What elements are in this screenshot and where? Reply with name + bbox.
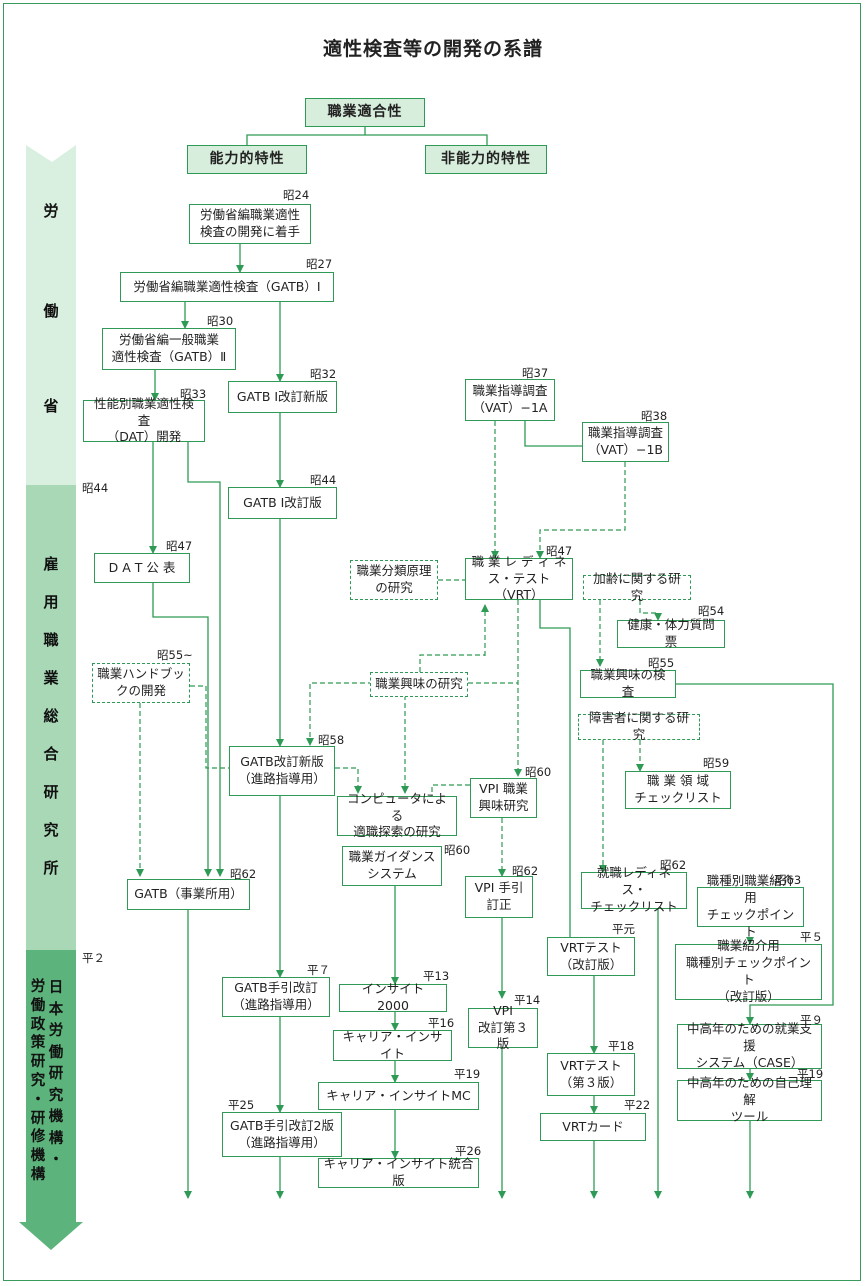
node-hinouryokuteki: 非能力的特性 [425, 145, 547, 174]
node-nouryokuteki: 能力的特性 [187, 145, 307, 174]
era-s59: 昭59 [703, 756, 730, 770]
era-s60b: 昭60 [444, 843, 471, 857]
band-koyo [26, 485, 76, 950]
era-h18: 平18 [608, 1039, 635, 1053]
node-bunrui: 職業分類原理 の研究 [350, 560, 438, 600]
era-h14: 平14 [514, 993, 541, 1007]
era-s38: 昭38 [641, 409, 668, 423]
era-h13: 平13 [423, 969, 450, 983]
node-vpi: VPI 職業 興味研究 [470, 778, 537, 818]
node-shogaisha: 障害者に関する研究 [578, 710, 700, 742]
node-case: 中高年のための就業支援 システム（CASE） [677, 1021, 822, 1070]
era-s44b: 昭44 [310, 473, 337, 487]
node-gatb-start: 労働省編職業適性 検査の開発に着手 [189, 204, 311, 244]
node-dat-dev: 性能別職業適性検査 （DAT）開発 [83, 396, 205, 444]
era-s44a: 昭44 [82, 481, 109, 495]
era-s62b: 昭62 [512, 864, 539, 878]
node-insight-mc: キャリア・インサイトMC [318, 1082, 479, 1110]
band1-label: 労 働 省 [43, 202, 59, 415]
node-ryoiki: 職 業 領 域 チェックリスト [625, 771, 731, 809]
era-h19a: 平19 [454, 1067, 481, 1081]
era-s47a: 昭47 [166, 539, 193, 553]
node-computer: コンピュータによる 適職探索の研究 [337, 791, 457, 839]
node-insight2000: インサイト 2000 [339, 981, 447, 1013]
era-s30: 昭30 [207, 314, 234, 328]
band3-col2: 労働政 策研究 ・研修 機構 [30, 979, 46, 1183]
node-shokai-kaitei: 職業紹介用 職種別チェックポイント （改訂版） [675, 938, 822, 1004]
band-rodosho [26, 145, 76, 485]
diagram-frame [3, 3, 861, 1281]
era-s62a: 昭62 [230, 867, 257, 881]
era-s55b: 昭55 [648, 656, 675, 670]
diagram-title: 適性検査等の開発の系譜 [322, 38, 543, 60]
era-h5: 平５ [800, 930, 823, 944]
era-s32: 昭32 [310, 367, 337, 381]
era-s24: 昭24 [283, 188, 310, 202]
node-gatb-tebiki: GATB手引改訂 （進路指導用） [222, 977, 330, 1017]
node-gatb-tebiki2: GATB手引改訂2版 （進路指導用） [222, 1112, 342, 1157]
node-kenko: 健康・体力質問票 [617, 617, 725, 649]
node-insight-togo: キャリア・インサイト統合版 [318, 1156, 479, 1188]
node-jiko-rikai: 中高年のための自己理解 ツール [677, 1075, 822, 1124]
era-s54: 昭54 [698, 604, 725, 618]
era-s37: 昭37 [522, 366, 549, 380]
node-career-insight: キャリア・インサイト [333, 1029, 452, 1061]
era-h25: 平25 [228, 1098, 255, 1112]
node-gatb-shinro: GATB改訂新版 （進路指導用） [229, 746, 335, 796]
era-s33: 昭33 [180, 387, 207, 401]
node-karei: 加齢に関する研究 [583, 571, 691, 603]
era-s62c: 昭62 [660, 858, 687, 872]
era-h2: 平２ [82, 951, 105, 965]
node-vat1a: 職業指導調査 （VAT）−1A [465, 379, 555, 421]
node-kyomi-kenkyu: 職業興味の研究 [370, 672, 468, 697]
era-h22: 平22 [624, 1098, 651, 1112]
era-h9: 平９ [800, 1013, 823, 1027]
band-jil [19, 950, 83, 1250]
era-s55a: 昭55~ [157, 648, 193, 662]
era-h7: 平７ [307, 963, 330, 977]
node-shokushubetsu: 職種別職業紹介用 チェックポイント [697, 873, 804, 939]
era-s60a: 昭60 [525, 765, 552, 779]
node-kyomi-kensa: 職業興味の検査 [580, 667, 676, 699]
node-vrt: 職 業 レ デ ィ ネ ス・テスト（VRT） [465, 554, 573, 602]
node-gatb1-shintei: GATB Ⅰ改訂新版 [228, 381, 337, 413]
node-guidance: 職業ガイダンス システム [342, 846, 442, 886]
node-shushoku: 就職レディネス・ チェックリスト [581, 865, 687, 914]
era-h19b: 平19 [797, 1067, 824, 1081]
node-vpi3: VPI 改訂第３版 [468, 1003, 538, 1051]
node-vrt-kaitei: VRTテスト （改訂版） [547, 937, 635, 976]
node-gatb1: 労働省編職業適性検査（GATB）Ⅰ [120, 272, 334, 302]
node-handbook: 職業ハンドブッ クの開発 [92, 663, 190, 703]
era-s58: 昭58 [318, 733, 345, 747]
node-vrt3: VRTテスト （第３版） [547, 1053, 635, 1096]
node-gatb2: 労働省編一般職業 適性検査（GATB）Ⅱ [102, 328, 236, 370]
node-dat-kohyo: D A T 公 表 [94, 553, 190, 583]
era-h16: 平16 [428, 1016, 455, 1030]
node-vpi-tebiki: VPI 手引 訂正 [465, 876, 533, 918]
era-h26: 平26 [455, 1144, 482, 1158]
node-vrt-card: VRTカード [540, 1113, 646, 1141]
era-s63: 昭63 [775, 873, 802, 887]
era-hgan: 平元 [612, 922, 635, 936]
era-s47b: 昭47 [546, 544, 573, 558]
band3-col1: 日本労 働研究 機構・ [48, 980, 64, 1168]
node-vat1b: 職業指導調査 （VAT）−1B [582, 422, 669, 462]
node-shokugyo-tekigousei: 職業適合性 [305, 98, 425, 127]
band2-label: 雇用職 業総合 研究所 [43, 555, 59, 877]
node-gatb1-kaitei: GATB Ⅰ改訂版 [228, 487, 337, 519]
node-gatb-jigyosho: GATB（事業所用） [127, 879, 250, 910]
era-s27: 昭27 [306, 257, 333, 271]
